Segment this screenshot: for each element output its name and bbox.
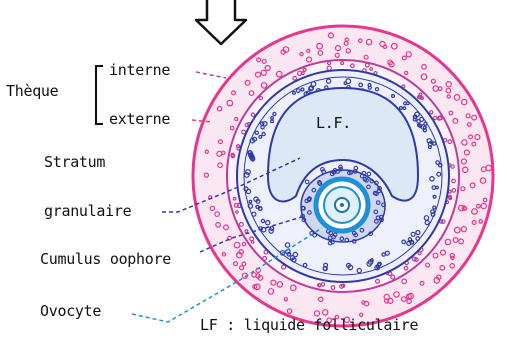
legend-lf: LF : liquide folliculaire bbox=[200, 316, 419, 334]
label-interne: interne bbox=[109, 61, 170, 79]
theque-bracket bbox=[96, 66, 103, 124]
label-granulaire: granulaire bbox=[44, 202, 132, 220]
label-ovocyte: Ovocyte bbox=[40, 302, 101, 320]
label-cumulus: Cumulus oophore bbox=[40, 250, 171, 268]
leader-interne bbox=[196, 72, 226, 78]
down-arrow-icon bbox=[196, 0, 246, 44]
label-theque: Thèque bbox=[6, 82, 59, 100]
label-theque-group: Thèque interne externe Stratum granulair… bbox=[6, 61, 171, 320]
label-externe: externe bbox=[109, 110, 170, 128]
label-stratum: Stratum bbox=[44, 153, 105, 171]
oocyte bbox=[316, 179, 368, 231]
antrum-label: L.F. bbox=[316, 114, 351, 132]
